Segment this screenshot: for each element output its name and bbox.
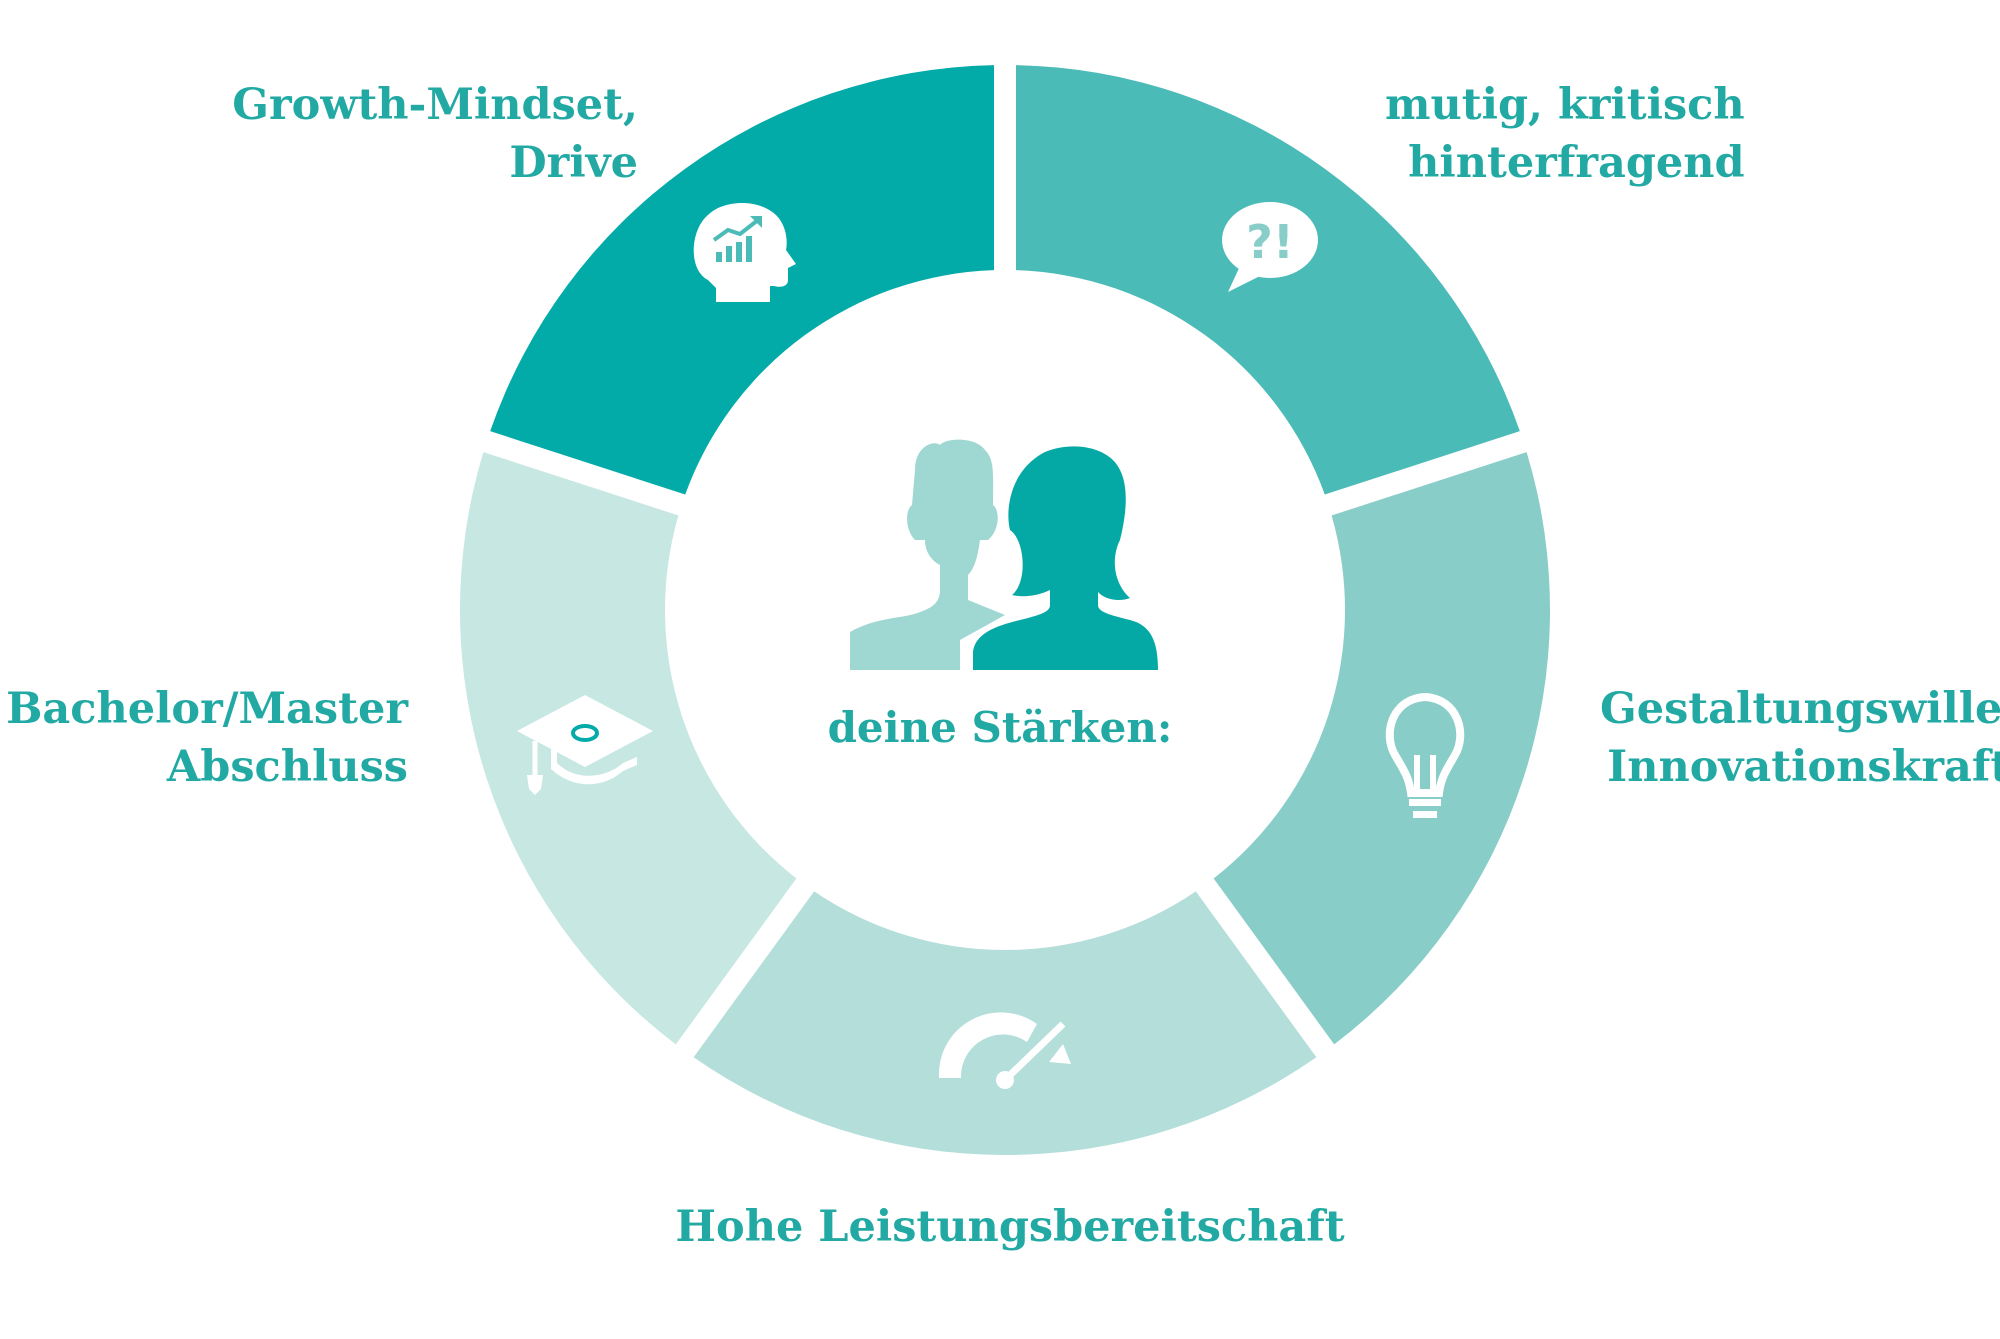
label-line: hinterfragend: [1408, 138, 1745, 188]
brain-growth-chart-icon: [693, 202, 796, 302]
label-line: Growth-Mindset,: [232, 80, 638, 130]
speedometer-icon: [938, 1012, 1071, 1089]
label-line: mutig, kritisch: [1385, 80, 1745, 130]
label-line: Innovationskraft: [1607, 742, 2000, 792]
label-mutig-kritisch: mutig, kritisch hinterfragend: [1385, 76, 1745, 192]
segment-icons: ?!: [517, 202, 1465, 1089]
label-line: Hohe Leistungsbereitschaft: [675, 1202, 1345, 1252]
graduation-cap-icon: [517, 695, 653, 795]
label-growth-mindset: Growth-Mindset, Drive: [232, 76, 638, 192]
people-icon: [850, 439, 1158, 670]
center-label: deine Stärken:: [827, 703, 1173, 752]
lightbulb-icon: [1385, 692, 1465, 818]
ring-segment-mutig: [1213, 452, 1550, 1045]
ring-segment-growth: [1015, 65, 1520, 495]
label-line: Drive: [509, 138, 638, 188]
label-line: Gestaltungswille,: [1600, 684, 2000, 734]
label-line: Abschluss: [166, 742, 408, 792]
label-line: Bachelor/Master: [6, 684, 408, 734]
person-female-icon: [973, 446, 1158, 670]
ring-segments: [460, 65, 1550, 1155]
label-hohe-leistungsbereitschaft: Hohe Leistungsbereitschaft: [600, 1198, 1420, 1256]
person-male-icon: [850, 439, 1005, 670]
label-gestaltungswille: Gestaltungswille, Innovationskraft: [1600, 680, 2000, 796]
ring-segment-hohe: [460, 452, 797, 1045]
svg-text:?!: ?!: [1246, 215, 1294, 269]
label-bachelor-master: Bachelor/Master Abschluss: [6, 680, 408, 796]
speech-bubble-question-icon: ?!: [1222, 202, 1318, 292]
